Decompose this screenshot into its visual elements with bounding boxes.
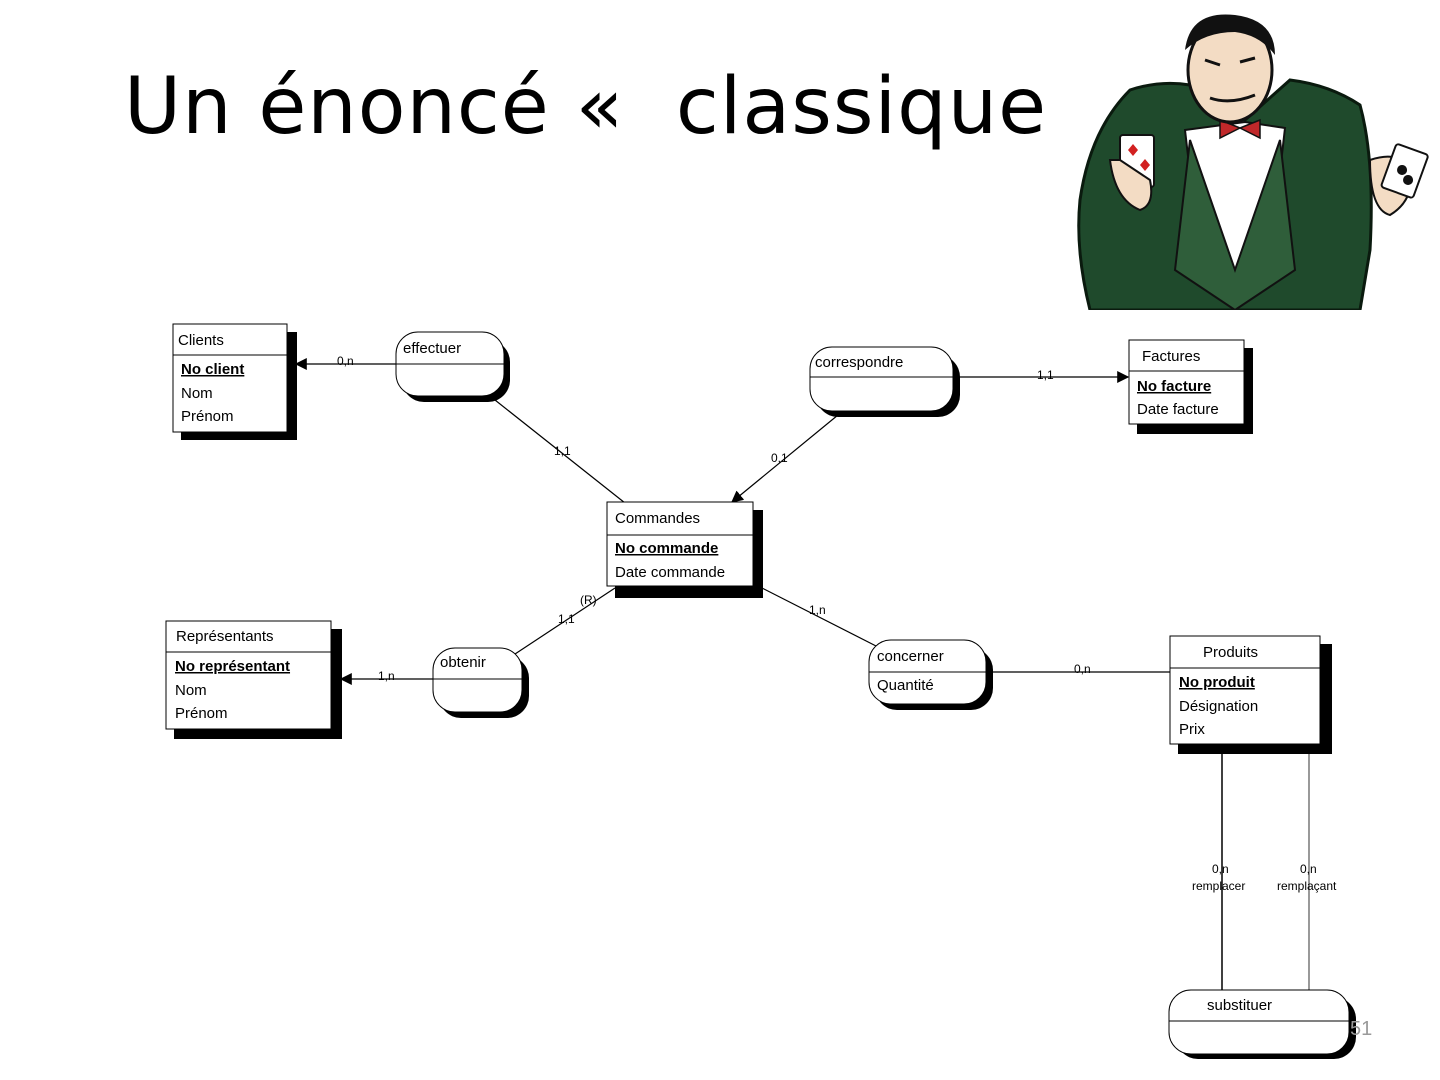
relation-name: correspondre (815, 354, 903, 371)
link-obtenir-commandes (511, 587, 616, 657)
relation-effectuer: effectuer (395, 331, 510, 402)
relation-substituer: substituer (1168, 989, 1356, 1059)
entity-produits: Produits No produit Désignation Prix (1169, 635, 1332, 754)
link-effectuer-commandes (494, 399, 626, 504)
cardinality-label: 1,n (378, 669, 395, 683)
cardinality-label: 1,1 (558, 612, 575, 626)
entity-clients: Clients No client Nom Prénom (172, 323, 297, 440)
magician-with-cards-icon (1077, 14, 1429, 310)
cardinality-label: 0,n (1300, 862, 1317, 876)
relation-concerner: concerner Quantité (868, 639, 993, 710)
entity-attr: Désignation (1179, 698, 1258, 715)
cardinality-role: remplaçant (1277, 879, 1337, 893)
link-correspondre-commandes (731, 414, 839, 503)
relation-obtenir: obtenir (432, 647, 529, 718)
entity-factures: Factures No facture Date facture (1128, 339, 1253, 434)
relation-name: substituer (1207, 997, 1272, 1014)
cardinality-label: 0,n (337, 354, 354, 368)
entity-name: Commandes (615, 510, 700, 527)
relation-name: concerner (877, 648, 944, 665)
cardinalities: 0,n 1,1 0,1 1,1 1,n 1,1 (R) 1,n 0,n 0,n … (337, 354, 1337, 893)
entity-key: No client (181, 361, 244, 378)
entity-key: No produit (1179, 674, 1255, 691)
entity-attr: Prix (1179, 721, 1205, 738)
cardinality-label: 1,1 (554, 444, 571, 458)
entity-key: No commande (615, 540, 718, 557)
entity-representants: Représentants No représentant Nom Prénom (165, 620, 342, 739)
link-concerner-commandes (761, 587, 879, 648)
entity-attr: Prénom (175, 705, 228, 722)
relation-name: obtenir (440, 654, 486, 671)
cardinality-label: 1,n (809, 603, 826, 617)
entity-name: Clients (178, 332, 224, 349)
entity-key: No représentant (175, 658, 290, 675)
entity-attr: Nom (175, 682, 207, 699)
cardinality-role: (R) (580, 593, 597, 607)
entity-name: Factures (1142, 348, 1200, 365)
cardinality-role: remplacer (1192, 879, 1245, 893)
entity-name: Produits (1203, 644, 1258, 661)
relation-attr: Quantité (877, 677, 934, 694)
relation-name: effectuer (403, 340, 461, 357)
entity-attr: Date facture (1137, 401, 1219, 418)
cardinality-label: 1,1 (1037, 368, 1054, 382)
entity-attr: Prénom (181, 408, 234, 425)
cardinality-label: 0,1 (771, 451, 788, 465)
entity-name: Représentants (176, 628, 274, 645)
links (294, 358, 1310, 990)
entity-attr: Date commande (615, 564, 725, 581)
cardinality-label: 0,n (1074, 662, 1091, 676)
entity-key: No facture (1137, 378, 1211, 395)
page-number: 51 (1350, 1018, 1373, 1040)
relation-correspondre: correspondre (809, 346, 960, 417)
entity-commandes: Commandes No commande Date commande (606, 501, 763, 598)
cardinality-label: 0,n (1212, 862, 1229, 876)
entity-attr: Nom (181, 385, 213, 402)
slide-title: Un énoncé « classique (124, 62, 1048, 152)
